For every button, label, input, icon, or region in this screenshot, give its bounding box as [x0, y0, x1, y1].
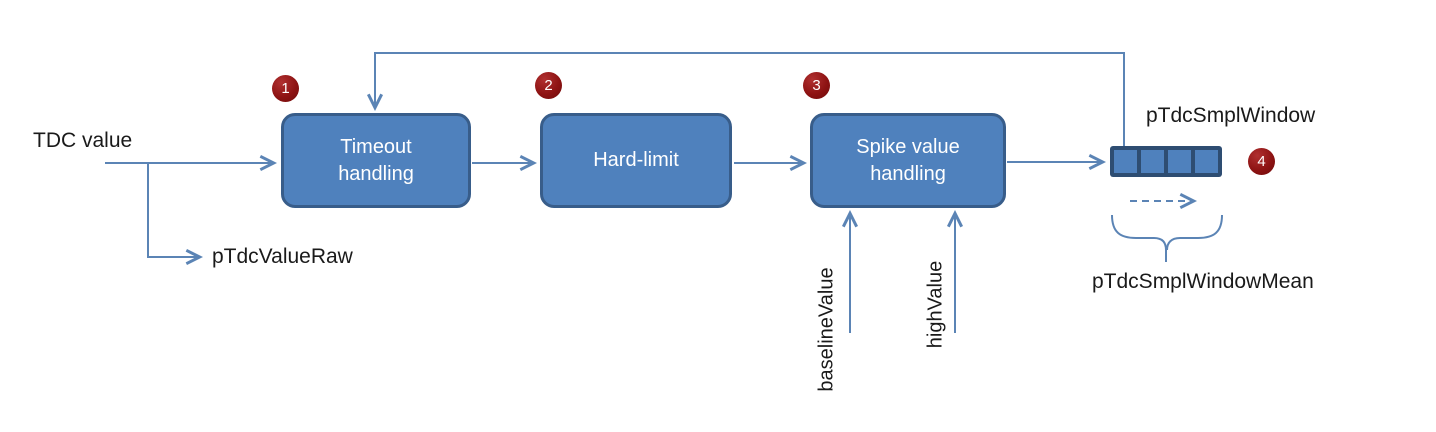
sample-window-cell	[1141, 150, 1164, 173]
mean-brace	[1111, 214, 1223, 262]
baseline-value-label: baselineValue	[815, 267, 838, 392]
tdc-value-label: TDC value	[33, 129, 133, 152]
step-box-label: Hard-limit	[593, 149, 679, 171]
step-badge-1: 1	[272, 75, 299, 102]
step-badge-2: 2	[535, 72, 562, 99]
step-badge-3: 3	[803, 72, 830, 99]
ptdc-smpl-window-label: pTdcSmplWindow	[1146, 104, 1316, 127]
step-box-label: Timeout handling	[338, 135, 414, 185]
sample-window-box	[1110, 146, 1222, 177]
step-box-label: Spike value handling	[856, 135, 960, 185]
raw-value-branch-arrow	[147, 163, 198, 257]
step-box-hard-limit: Hard-limit	[540, 113, 732, 208]
feedback-arrow-window-to-timeout	[375, 52, 1125, 147]
step-badge-4: 4	[1248, 148, 1275, 175]
ptdc-smpl-window-mean-label: pTdcSmplWindowMean	[1092, 270, 1314, 293]
step-box-spike-value-handling: Spike value handling	[810, 113, 1006, 208]
sample-window-cell	[1114, 150, 1137, 173]
step-box-timeout-handling: Timeout handling	[281, 113, 471, 208]
sample-window-cell	[1195, 150, 1218, 173]
high-value-label: highValue	[924, 260, 947, 349]
ptdc-value-raw-label: pTdcValueRaw	[212, 245, 353, 268]
sample-window-cell	[1168, 150, 1191, 173]
